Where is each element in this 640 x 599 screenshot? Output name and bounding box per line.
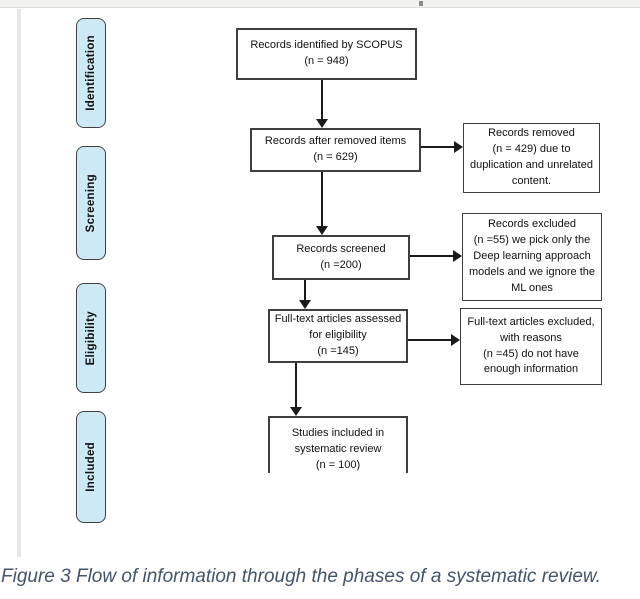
box-text-line: (n = 100) [315,458,361,471]
box-fulltext-excluded: Full-text articles excluded, with reason… [460,308,602,385]
arrow-down-3 [304,280,306,300]
box-text-line: ML ones [511,281,553,294]
box-text-line: Records after removed items [264,135,407,148]
page-top-edge [0,0,640,8]
box-text-line: enough information [483,363,579,376]
arrow-right-3 [408,339,451,341]
box-text-line: Records screened [296,242,386,255]
stage-screening: Screening [76,146,106,260]
box-text-line: (n =55) we pick only the [473,234,591,247]
box-text-line: duplication and unrelated [470,159,593,171]
arrow-down-4 [295,363,297,407]
box-studies-included: Studies included in systematic review (n… [268,416,408,473]
arrowhead-right-1-icon [454,141,463,153]
figure-caption: Figure 3 Flow of information through the… [1,566,601,587]
box-records-excluded: Records excluded (n =55) we pick only th… [462,213,602,301]
box-text-line: (n = 629) [313,151,358,163]
top-edge-mark [419,1,423,6]
stage-label: Eligibility [85,310,97,366]
box-text-line: content. [511,174,552,187]
box-text-line: (n = 948) [304,55,349,67]
box-text-line: Deep learning approach [473,250,591,263]
box-records-screened: Records screened (n =200) [272,235,410,280]
box-text-line: models and we ignore the [469,265,595,278]
box-text-line: Records removed [488,127,575,140]
box-text-line: (n =45) do not have [483,347,579,360]
box-text-line: Studies included in [291,427,385,439]
stage-included: Included [76,411,106,523]
arrowhead-down-3-icon [299,300,311,309]
stage-label: Screening [85,173,97,233]
box-records-after-removed: Records after removed items (n = 629) [250,128,421,172]
stage-identification: Identification [76,18,106,128]
arrow-down-2 [321,172,323,226]
box-text-line: with reasons [500,331,562,344]
box-text-line: (n =145) [317,344,359,357]
box-text-line: Records identified by SCOPUS [250,39,403,52]
box-text-line: for eligibility [309,329,367,342]
box-records-removed: Records removed (n = 429) due to duplica… [463,123,600,193]
arrowhead-right-2-icon [453,250,462,262]
box-text-line: Full-text articles assessed [274,313,402,326]
arrowhead-right-3-icon [451,334,460,346]
box-fulltext-assessed: Full-text articles assessed for eligibil… [268,309,408,363]
box-text-line: (n = 429) due to [492,143,571,156]
arrow-right-1 [421,146,454,148]
box-records-identified: Records identified by SCOPUS (n = 948) [236,28,417,80]
arrowhead-down-2-icon [316,226,328,235]
arrow-down-1 [321,80,323,120]
stage-label: Included [85,442,97,492]
box-text-line: systematic review [294,442,382,455]
left-margin-line [17,9,21,557]
box-text-line: Records excluded [487,218,577,231]
arrowhead-down-1-icon [316,119,328,128]
stage-label: Identification [85,35,97,111]
arrowhead-down-4-icon [290,407,302,416]
box-text-line: (n =200) [320,258,362,271]
box-text-line: Full-text articles excluded, [467,315,595,328]
stage-eligibility: Eligibility [76,283,106,393]
arrow-right-2 [410,255,453,257]
